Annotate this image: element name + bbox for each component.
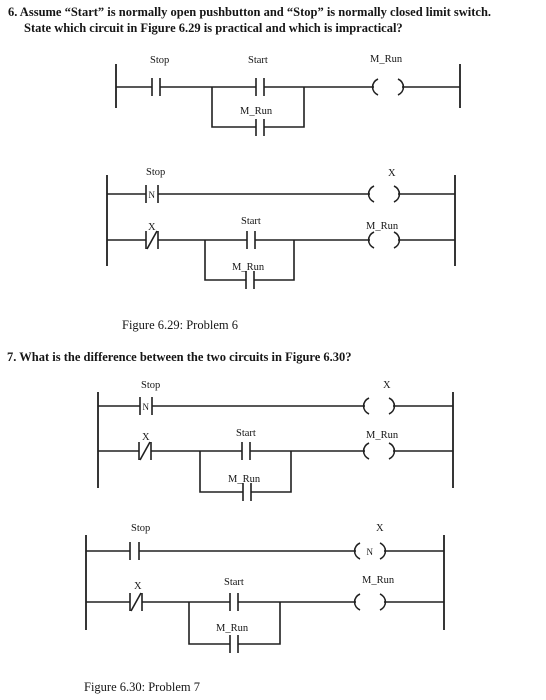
stop-label: Stop	[146, 167, 165, 178]
stop-label: Stop	[141, 380, 160, 391]
x-coil-label: X	[383, 380, 391, 391]
branch-wire	[188, 602, 230, 645]
stop-contact-nc: N	[139, 397, 153, 415]
problem-6-text-line1: 6. Assume “Start” is normally open pushb…	[8, 5, 492, 19]
start-contact-no	[229, 593, 239, 611]
branch-wire	[254, 240, 295, 281]
stop-contact-no	[151, 78, 161, 96]
stop-label: Stop	[131, 523, 150, 534]
x-coil-label: X	[376, 523, 384, 534]
x-contact-label: X	[148, 222, 156, 233]
start-label: Start	[224, 577, 244, 588]
figure-6-30-caption: Figure 6.30: Problem 7	[84, 680, 200, 694]
start-label: Start	[241, 216, 261, 227]
seal-label: M_Run	[216, 623, 249, 634]
x-coil	[367, 185, 401, 203]
seal-label: M_Run	[228, 474, 261, 485]
start-contact-no	[241, 442, 251, 460]
problem-7-text: 7. What is the difference between the tw…	[7, 350, 352, 364]
m-run-coil	[367, 231, 401, 249]
m-run-coil-label: M_Run	[366, 430, 399, 441]
x-contact-nc	[145, 230, 159, 250]
m-run-seal-contact	[245, 271, 255, 289]
coil-label: M_Run	[370, 54, 403, 65]
branch-wire	[199, 451, 243, 493]
svg-text:N: N	[367, 547, 374, 557]
problem-6-text-line2: State which circuit in Figure 6.29 is pr…	[24, 21, 403, 35]
branch-wire	[211, 87, 256, 128]
stop-label: Stop	[150, 55, 169, 66]
branch-wire	[251, 451, 292, 493]
seal-label: M_Run	[232, 262, 265, 273]
branch-wire	[264, 87, 305, 128]
start-contact-no	[255, 78, 265, 96]
x-contact-nc	[129, 592, 143, 612]
m-run-coil-label: M_Run	[366, 221, 399, 232]
m-run-coil-label: M_Run	[362, 575, 395, 586]
fig629-circuit-b: N Stop X X	[106, 167, 456, 289]
branch-wire	[238, 602, 281, 645]
x-coil-negated: N	[353, 542, 387, 560]
fig630-circuit-a: N Stop X X	[97, 380, 454, 501]
m-run-coil	[362, 442, 396, 460]
stop-contact-nc: N	[145, 185, 159, 203]
start-label: Start	[248, 55, 268, 66]
m-run-seal-contact	[242, 483, 252, 501]
m-run-seal-contact	[229, 635, 239, 653]
m-run-coil	[371, 78, 405, 96]
fig629-circuit-a: Stop Start M_Run M_Run	[115, 54, 461, 136]
m-run-coil	[353, 593, 387, 611]
start-contact-no	[246, 231, 256, 249]
x-coil-label: X	[388, 168, 396, 179]
m-run-seal-contact	[255, 119, 265, 136]
stop-contact-no	[129, 542, 140, 560]
fig630-circuit-b: N Stop X X Start M_Run M_Run	[85, 523, 445, 653]
x-contact-label: X	[134, 581, 142, 592]
x-coil	[362, 397, 396, 415]
seal-label: M_Run	[240, 106, 273, 117]
svg-text:N: N	[149, 190, 156, 200]
svg-text:N: N	[143, 402, 150, 412]
x-contact-nc	[138, 441, 152, 461]
x-contact-label: X	[142, 432, 150, 443]
figure-6-29-caption: Figure 6.29: Problem 6	[122, 318, 238, 332]
branch-wire	[204, 240, 246, 281]
start-label: Start	[236, 428, 256, 439]
